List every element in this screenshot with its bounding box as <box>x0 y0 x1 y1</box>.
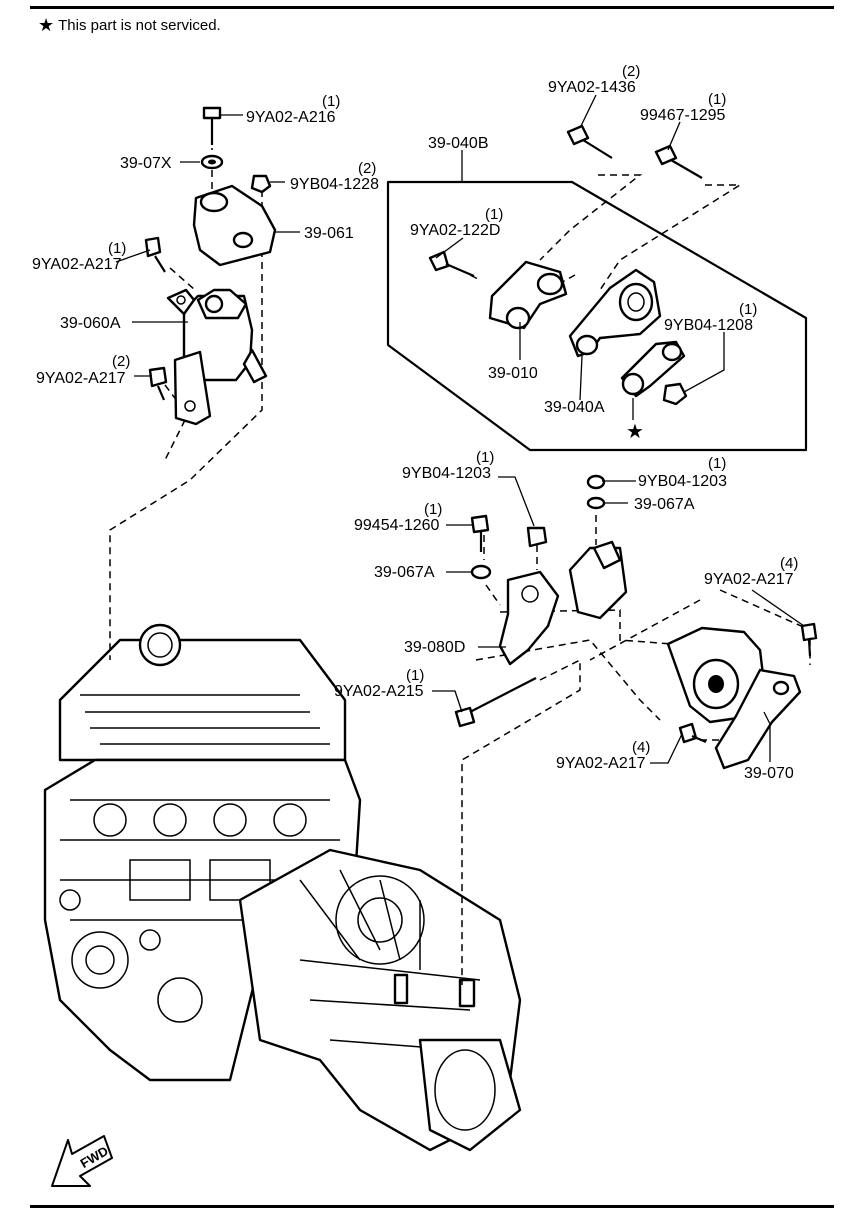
label-9yb04-1203-b: 9YB04-1203 <box>638 473 727 490</box>
label-39-070: 39-070 <box>744 765 794 782</box>
callout-labels: (1) 9YA02-A216 39-07X (2) 9YB04-1228 39-… <box>32 63 798 782</box>
top-border <box>30 6 834 9</box>
qty-9ya02-1436: (2) <box>622 63 640 80</box>
qty-9ya02-a217-b: (2) <box>112 353 130 370</box>
label-9ya02-a217-b: 9YA02-A217 <box>36 370 126 387</box>
qty-9ya02-a217-c: (4) <box>780 555 798 572</box>
label-39-07x: 39-07X <box>120 155 172 172</box>
label-9ya02-a216: 9YA02-A216 <box>246 109 336 126</box>
engine-assembly-drawing <box>43 623 522 1152</box>
star-icon: ★ <box>38 15 55 35</box>
center-bracket-group <box>454 474 628 728</box>
label-39-010: 39-010 <box>488 365 538 382</box>
right-mount-group <box>666 622 818 770</box>
qty-9yb04-1203-b: (1) <box>708 455 726 472</box>
not-serviced-note: ★ This part is not serviced. <box>38 16 221 34</box>
label-9ya02-a215: 9YA02-A215 <box>334 683 424 700</box>
label-99454-1260: 99454-1260 <box>354 517 440 534</box>
qty-9ya02-122d: (1) <box>485 206 503 223</box>
label-9ya02-1436: 9YA02-1436 <box>548 79 636 96</box>
label-9yb04-1203-a: 9YB04-1203 <box>402 465 491 482</box>
fwd-arrow-icon: FWD <box>51 1135 113 1187</box>
label-39-061: 39-061 <box>304 225 354 242</box>
label-39-040a: 39-040A <box>544 399 605 416</box>
label-39-067a-a: 39-067A <box>374 564 435 581</box>
label-9yb04-1228: 9YB04-1228 <box>290 176 379 193</box>
label-9ya02-a217-d: 9YA02-A217 <box>556 755 646 772</box>
left-mount-group <box>144 106 277 426</box>
label-39-067a-b: 39-067A <box>634 496 695 513</box>
label-39-060a: 39-060A <box>60 315 121 332</box>
leader-lines <box>115 94 805 764</box>
qty-99467-1295: (1) <box>708 91 726 108</box>
star-not-serviced-marker: ★ <box>626 421 644 443</box>
bottom-border <box>30 1205 834 1208</box>
not-serviced-text: This part is not serviced. <box>58 16 221 34</box>
label-99467-1295: 99467-1295 <box>640 107 726 124</box>
qty-9ya02-a217-a: (1) <box>108 240 126 257</box>
qty-9ya02-a216: (1) <box>322 93 340 110</box>
label-9ya02-a217-a: 9YA02-A217 <box>32 256 122 273</box>
label-9ya02-122d: 9YA02-122D <box>410 222 500 239</box>
torque-rod-kit-box <box>386 124 808 452</box>
qty-9ya02-a215: (1) <box>406 667 424 684</box>
qty-99454-1260: (1) <box>424 501 442 518</box>
label-39-080d: 39-080D <box>404 639 465 656</box>
qty-9yb04-1208: (1) <box>739 301 757 318</box>
label-9yb04-1208: 9YB04-1208 <box>664 317 753 334</box>
qty-9yb04-1203-a: (1) <box>476 449 494 466</box>
qty-9ya02-a217-d: (4) <box>632 739 650 756</box>
label-39-040b: 39-040B <box>428 135 489 152</box>
label-9ya02-a217-c: 9YA02-A217 <box>704 571 794 588</box>
qty-9yb04-1228: (2) <box>358 160 376 177</box>
